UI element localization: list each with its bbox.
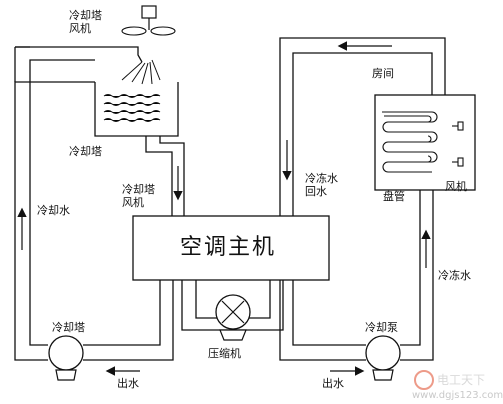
spray-nozzle — [15, 46, 143, 63]
label-fan: 风机 — [445, 180, 467, 193]
label-outlet-left: 出水 — [117, 377, 139, 390]
small-fan-icon — [452, 121, 464, 167]
label-fan-coil: 盘管 — [383, 190, 405, 203]
cooling-loop-inner — [29, 59, 95, 346]
watermark-logo: 电工天下 — [414, 370, 485, 390]
label-cooling-pump: 冷却塔 — [52, 321, 85, 334]
label-chilled-water: 冷冻水 — [438, 269, 471, 282]
label-cooling-tower-fan-top: 冷却塔 风机 — [69, 9, 102, 35]
label-cooling-water: 冷却水 — [37, 204, 70, 217]
svg-text:电工天下: 电工天下 — [437, 373, 485, 387]
label-chilled-return: 冷冻水 回水 — [305, 172, 338, 198]
label-room: 房间 — [372, 67, 394, 80]
cooling-pump-icon — [48, 335, 84, 381]
cooling-loop-outer — [14, 81, 95, 361]
label-cooling-tower-fan-mid: 冷却塔 风机 — [122, 183, 155, 209]
label-chilled-pump: 冷却泵 — [365, 321, 398, 334]
water-ripples — [103, 94, 161, 122]
label-main-unit: 空调主机 — [180, 235, 277, 260]
chilled-loop-inner — [292, 52, 433, 216]
main-unit-box — [132, 215, 330, 281]
coil-icon — [382, 111, 438, 173]
watermark-url: www.dgjs123.com — [412, 390, 503, 401]
cooling-tower-basin — [94, 82, 179, 137]
fan-icon — [121, 5, 176, 36]
chilled-loop-outer — [279, 37, 446, 216]
label-outlet-right: 出水 — [322, 377, 344, 390]
label-cooling-tower: 冷却塔 — [69, 145, 102, 158]
chilled-pump-icon — [365, 335, 401, 381]
label-compressor: 压缩机 — [208, 347, 241, 360]
